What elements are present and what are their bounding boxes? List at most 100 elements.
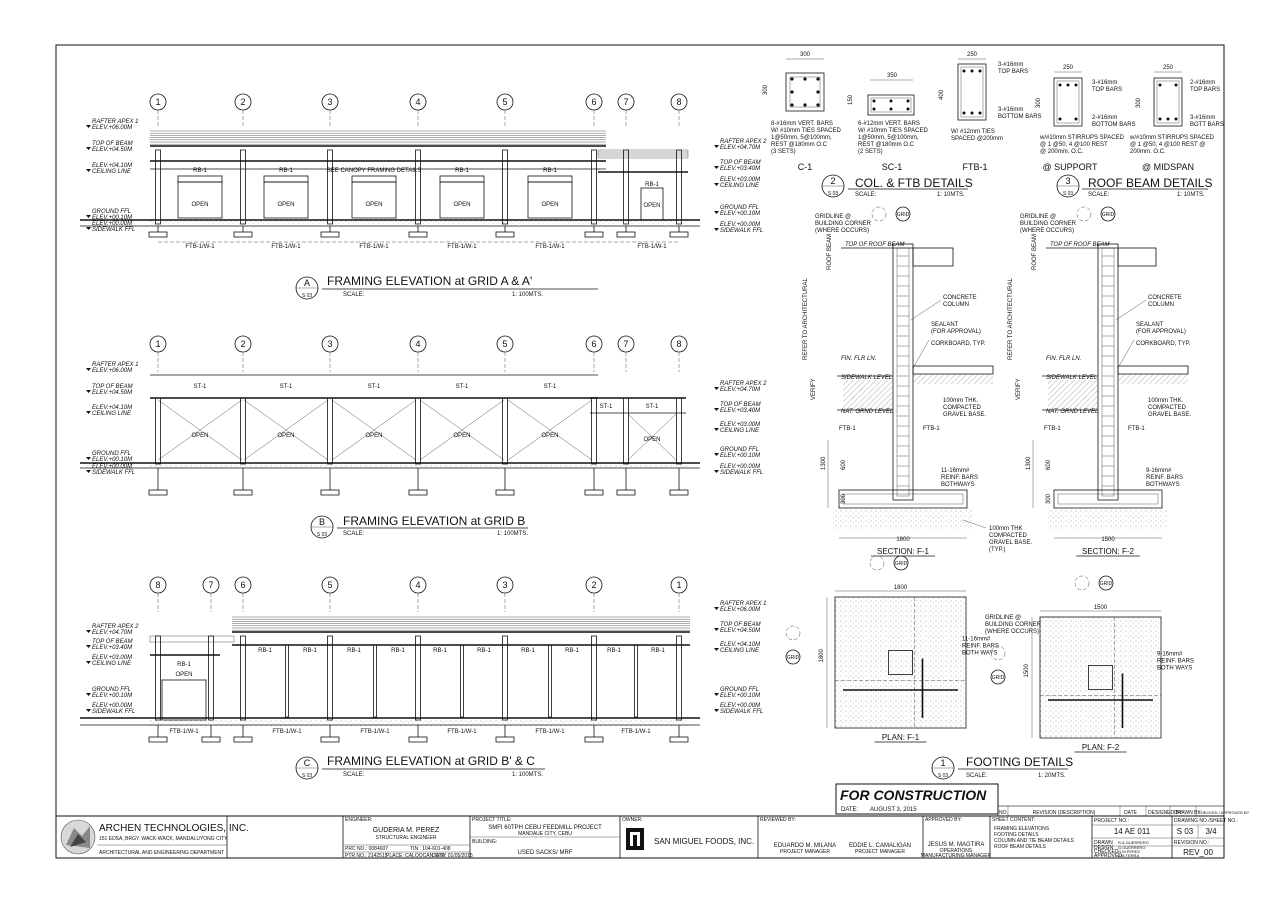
beam-label: RB-1 [279, 168, 293, 174]
level-marker [86, 227, 91, 230]
title-elevation-c: C S 03 FRAMING ELEVATION at GRID B' & C … [295, 754, 545, 780]
svg-text:CHECKED: CHECKED [1094, 849, 1119, 855]
svg-text:3-#16mm: 3-#16mm [1190, 115, 1215, 121]
title-footing-details: 1 S 03 FOOTING DETAILS SCALE: 1: 20MTS. [931, 755, 1073, 780]
roof-beam [912, 247, 954, 267]
opening-label: OPEN [365, 433, 382, 439]
footing-fill [1040, 617, 1161, 738]
svg-text:TIN : 104-601-408: TIN : 104-601-408 [410, 846, 451, 852]
svg-text:1: 100MTS.: 1: 100MTS. [512, 292, 543, 298]
grid-label: 2 [240, 97, 245, 107]
opening-label: OPEN [453, 433, 470, 439]
gridline-note: BUILDING CORNER [1020, 221, 1077, 227]
header-panel [177, 175, 223, 183]
tie-beam-label: FTB-1/W-1 [447, 729, 477, 735]
ftb-label: FTB-1 [1044, 426, 1061, 432]
svg-text:(2 SETS): (2 SETS) [858, 149, 883, 155]
height-text: 1500 [1024, 663, 1030, 677]
svg-text:G.GUERRERO: G.GUERRERO [1118, 845, 1145, 850]
grid-bubble [869, 555, 885, 571]
svg-text:JESUS M. MAGTIRA: JESUS M. MAGTIRA [928, 842, 985, 848]
column [676, 149, 682, 225]
gravel-base-below [1048, 508, 1168, 530]
earth-fill [1048, 380, 1098, 410]
level-label: RAFTER APEX 1 [92, 119, 138, 125]
column [327, 635, 333, 721]
footing [233, 231, 253, 238]
column [155, 635, 161, 721]
opening-label: OPEN [643, 437, 660, 443]
rebar-note: 9-16mm# [1157, 652, 1183, 658]
grid-label: GRID [1102, 212, 1115, 218]
dimension-text: 1300 [1026, 456, 1032, 470]
bracing [243, 399, 329, 461]
svg-text:300: 300 [1136, 97, 1142, 108]
svg-text:300: 300 [800, 52, 811, 58]
svg-text:3-#16mm: 3-#16mm [998, 107, 1023, 113]
footing [233, 736, 253, 743]
level-marker [714, 387, 719, 390]
opening-label: OPEN [541, 202, 558, 208]
truss-label: ST-1 [544, 384, 557, 390]
opening [177, 181, 223, 219]
svg-text:@ 1 @50, 4 @100 REST @: @ 1 @50, 4 @100 REST @ [1130, 142, 1205, 148]
grid-label: GRID [787, 655, 800, 661]
level-label: SIDEWALK LEVEL [1046, 375, 1097, 381]
level-marker [714, 607, 719, 610]
svg-text:S 03: S 03 [302, 293, 313, 299]
column [676, 397, 682, 465]
column [240, 397, 246, 465]
beam-label: RB-1 [391, 648, 405, 654]
level-marker [86, 470, 91, 473]
gravel-base [913, 374, 993, 384]
svg-text:300: 300 [1036, 97, 1042, 108]
rebar-note: REINF. BARS [962, 644, 999, 650]
svg-text:3-#16mm: 3-#16mm [1092, 80, 1117, 86]
beam-label: RB-1 [543, 168, 557, 174]
grid-bubble [871, 206, 887, 222]
gravel-note: GRAVEL BASE. [989, 540, 1032, 546]
level-label: TOP OF BEAM [92, 639, 133, 645]
section-title: SECTION: F-2 [1082, 547, 1135, 556]
level-marker [714, 628, 719, 631]
ftb-label: FTB-1 [1128, 426, 1145, 432]
level-elevation: ELEV.+06.00M [92, 125, 132, 131]
header-panel [263, 175, 309, 183]
level-label: RAFTER APEX 1 [92, 362, 138, 368]
level-marker [714, 145, 719, 148]
svg-text:300: 300 [763, 84, 769, 95]
svg-text:R.A.GUERRERO: R.A.GUERRERO [1118, 840, 1149, 845]
opening-label: OPEN [175, 672, 192, 678]
level-marker [714, 648, 719, 651]
level-label: ELEV.+03.00M [92, 655, 132, 661]
sealant-note: SEALANT [1136, 322, 1164, 328]
column [676, 635, 682, 721]
svg-text:2-#16mm: 2-#16mm [1190, 80, 1215, 86]
section-rb-midspan: 250 300 2-#16mm TOP BARS 3-#16mm BOTT BA… [1129, 65, 1224, 172]
grid-label: 4 [415, 97, 420, 107]
footing-pad [1053, 489, 1163, 509]
svg-text:EDUARDO M. MILANA: EDUARDO M. MILANA [774, 843, 836, 849]
level-label: GROUND FFL [720, 687, 759, 693]
column [591, 635, 597, 721]
gravel-note: COMPACTED [989, 533, 1028, 539]
level-marker [714, 693, 719, 696]
svg-text:TOP BARS: TOP BARS [998, 69, 1028, 75]
svg-text:CHECKED / APPROVED BY: CHECKED / APPROVED BY [1198, 810, 1250, 815]
svg-text:150: 150 [848, 94, 854, 105]
level-label: GROUND FFL [92, 687, 131, 693]
level-marker [714, 709, 719, 712]
svg-text:1: 100MTS.: 1: 100MTS. [512, 772, 543, 778]
level-elevation: ELEV.+00.10M [720, 453, 760, 459]
ground-fill [150, 218, 688, 226]
beam-label: RB-1 [258, 648, 272, 654]
earth-fill [843, 380, 893, 410]
gravel-note: 100mm THK. [943, 398, 979, 404]
svg-text:W/ #10mm TIES SPACED: W/ #10mm TIES SPACED [858, 128, 928, 134]
svg-text:AUGUST 3, 2015: AUGUST 3, 2015 [870, 807, 917, 813]
footing [148, 231, 168, 238]
bracing [157, 399, 243, 461]
footing [495, 231, 515, 238]
